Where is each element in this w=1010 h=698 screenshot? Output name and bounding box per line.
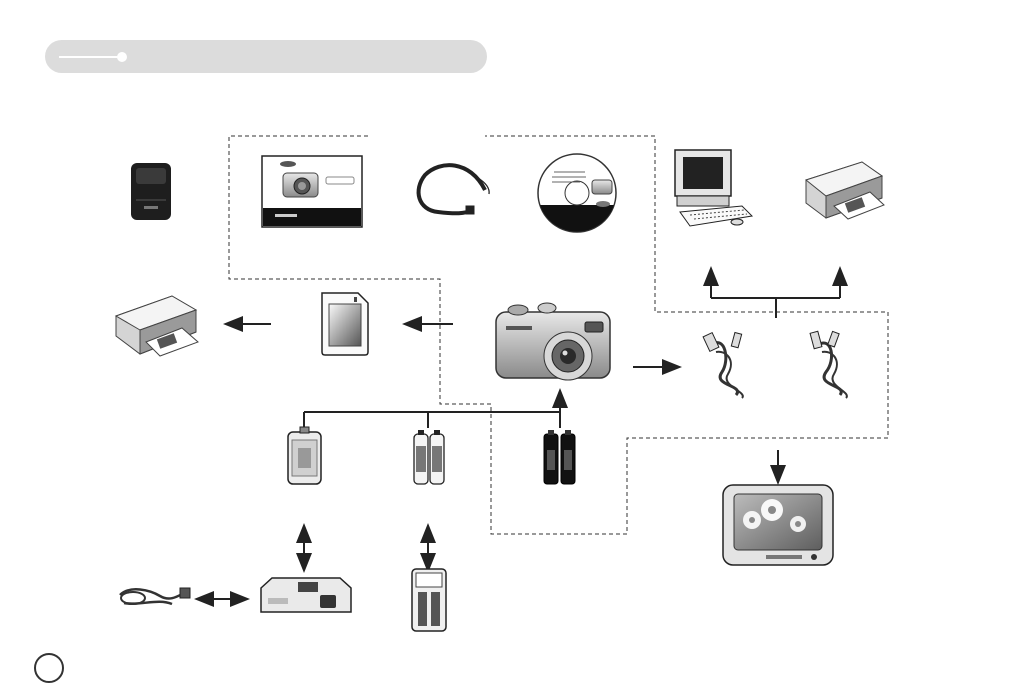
ni-mh-batteries-illustration	[414, 430, 444, 484]
cradle-charger-illustration	[261, 578, 351, 612]
usb-cable-illustration	[703, 332, 743, 398]
battery-charger-illustration	[412, 569, 446, 631]
rechargeable-battery-illustration	[288, 427, 321, 484]
ac-cord-illustration	[120, 588, 190, 604]
page-number-circle	[34, 653, 64, 683]
alkaline-batteries-illustration	[544, 430, 575, 484]
av-cable-illustration	[810, 331, 847, 398]
tv-illustration	[723, 485, 833, 565]
camera-case-illustration	[131, 163, 171, 220]
sd-card-illustration	[322, 293, 368, 355]
printer-illustration	[806, 162, 884, 219]
pictbridge-printer-illustration	[116, 296, 198, 356]
pc-illustration	[675, 150, 752, 226]
digital-camera-illustration	[496, 303, 610, 380]
user-manual-illustration	[262, 156, 362, 227]
camera-strap-illustration	[419, 165, 490, 214]
software-cd-illustration	[538, 154, 616, 232]
